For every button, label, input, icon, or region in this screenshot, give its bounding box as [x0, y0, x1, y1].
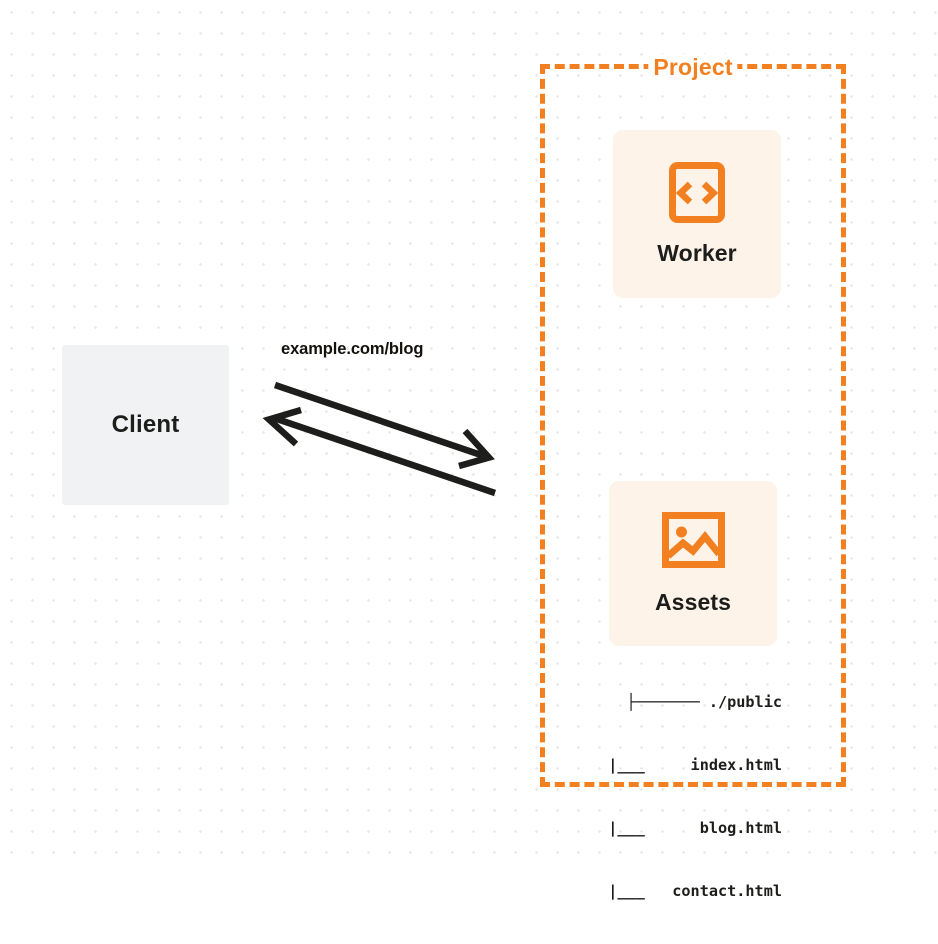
- connection-url-label: example.com/blog: [281, 340, 424, 358]
- worker-label: Worker: [657, 239, 737, 266]
- file-tree-row-index: |___ index.html: [544, 756, 782, 774]
- code-file-icon: [669, 161, 725, 223]
- response-arrow-head: [262, 406, 302, 447]
- worker-node[interactable]: Worker: [613, 130, 781, 298]
- image-asset-icon: [661, 511, 725, 568]
- client-label: Client: [111, 411, 180, 438]
- file-tree-row-contact: |___ contact.html: [544, 882, 782, 900]
- assets-label: Assets: [654, 588, 732, 615]
- response-arrow-line: [272, 414, 497, 497]
- asset-file-tree: ├─────── ./public |___ index.html |___ b…: [520, 650, 782, 944]
- diagram-canvas: Client example.com/blog Project Worker: [0, 0, 938, 900]
- project-group: Project: [540, 54, 846, 787]
- request-arrow-line: [273, 381, 486, 460]
- file-tree-row-blog: |___ blog.html: [544, 819, 782, 837]
- file-tree-row-root: ├─────── ./public: [626, 693, 782, 711]
- project-title: Project: [648, 54, 738, 81]
- request-arrow-head: [458, 428, 495, 470]
- assets-node[interactable]: Assets: [609, 481, 777, 646]
- client-node[interactable]: Client: [62, 345, 229, 505]
